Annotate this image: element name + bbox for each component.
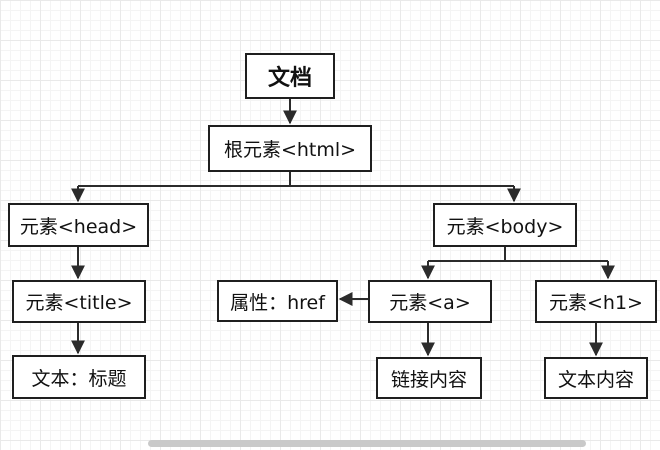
node-root-html: 根元素<html> [208,125,372,172]
node-body: 元素<body> [433,203,577,247]
node-a-label: 元素<a> [389,292,471,314]
node-h1-label: 元素<h1> [549,292,643,314]
node-head-label: 元素<head> [19,215,138,238]
node-title: 元素<title> [12,280,146,323]
node-attr-href-label: 属性：href [230,291,325,314]
node-document-label: 文档 [267,66,312,91]
node-h1-text: 文本内容 [544,357,648,399]
node-link-text: 链接内容 [376,357,482,399]
node-body-label: 元素<body> [446,215,564,238]
node-attr-href: 属性：href [217,280,338,322]
node-title-label: 元素<title> [25,292,133,314]
node-document: 文档 [245,53,335,99]
horizontal-scrollbar[interactable] [148,440,586,447]
node-title-text: 文本：标题 [12,355,146,399]
node-root-html-label: 根元素<html> [223,139,357,161]
node-link-text-label: 链接内容 [390,368,467,391]
node-h1-text-label: 文本内容 [557,368,634,391]
node-h1: 元素<h1> [535,280,657,323]
node-a: 元素<a> [368,280,492,323]
node-title-text-label: 文本：标题 [31,367,127,390]
node-head: 元素<head> [8,203,149,247]
